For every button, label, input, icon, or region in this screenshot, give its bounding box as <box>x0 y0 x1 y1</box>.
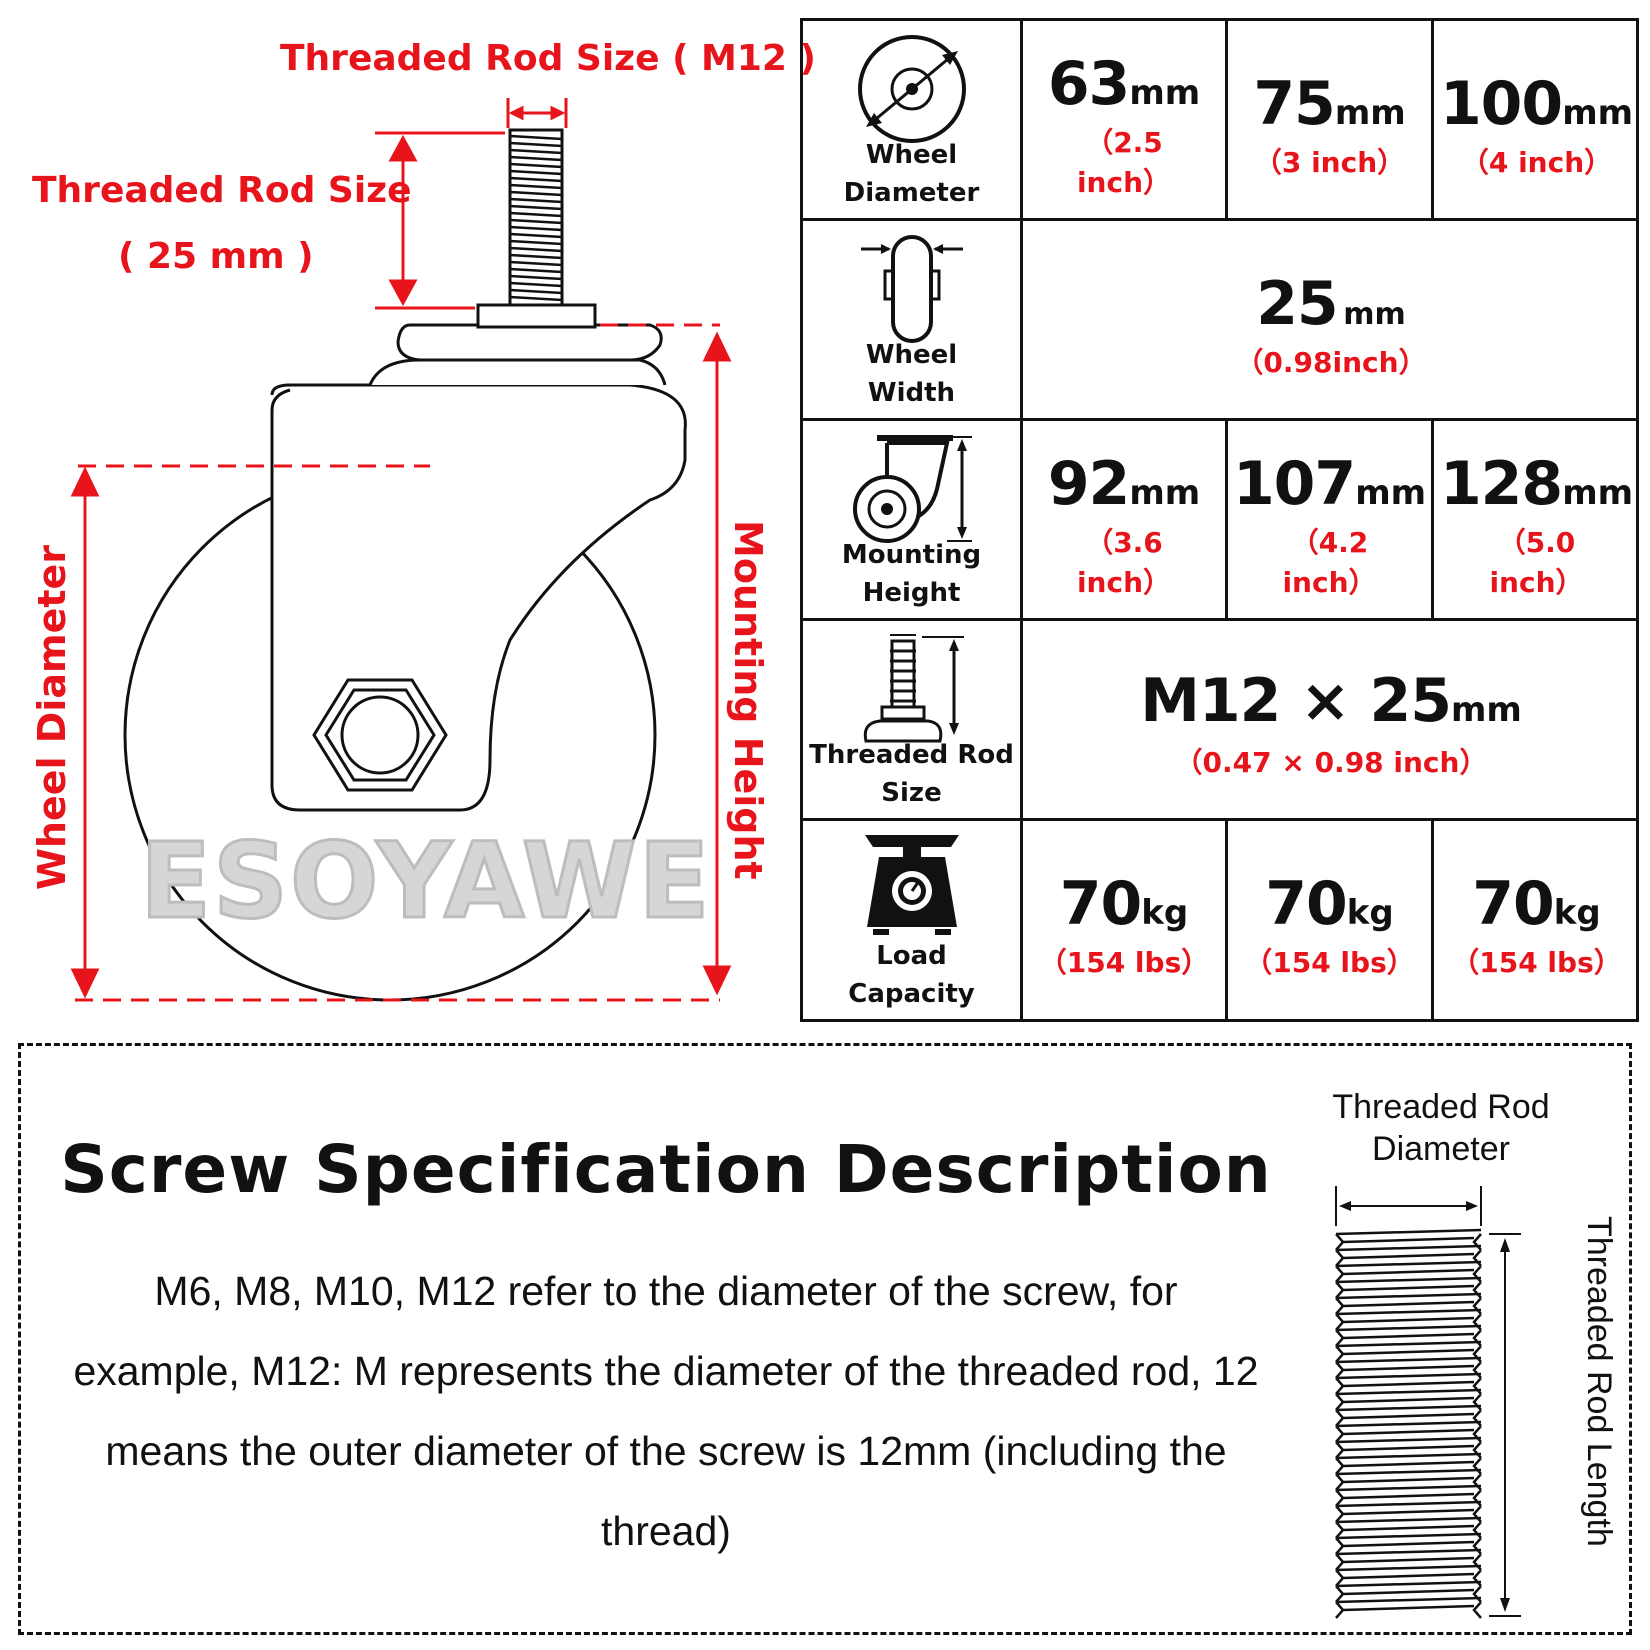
value-sub: （3.6 inch） <box>1076 526 1172 599</box>
value-sub: （2.5 inch） <box>1076 126 1172 199</box>
value-unit: mm <box>1334 93 1406 133</box>
value-number: 70 <box>1265 869 1347 939</box>
value-unit: mm <box>1562 93 1634 133</box>
threaded-rod-icon <box>863 634 964 743</box>
screw-spec-description: M6, M8, M10, M12 refer to the diameter o… <box>73 1268 1259 1554</box>
value-number: 100 <box>1439 69 1563 139</box>
row-mounting-height: Mounting Height 92mm （3.6 inch） 107mm （4… <box>803 421 1636 621</box>
value-number: 128 <box>1439 449 1563 519</box>
rod-length-label: Threaded Rod Length <box>1580 1216 1618 1547</box>
value-number: 92 <box>1047 449 1130 519</box>
row-threaded-rod: Threaded Rod Size M12 × 25mm （0.47 × 0.9… <box>803 621 1636 821</box>
value-unit: mm <box>1450 690 1522 730</box>
thread-line <box>509 253 563 260</box>
screw-spec-title: Screw Specification Description <box>60 1131 1272 1208</box>
mounting-height-label: Mounting Height <box>841 540 982 608</box>
value-unit: mm <box>1343 297 1406 332</box>
value-unit: mm <box>1355 473 1427 513</box>
value-unit: mm <box>1562 473 1634 513</box>
thread-line <box>509 239 563 246</box>
value-sub: （4 inch） <box>1460 146 1613 179</box>
row-wheel-diameter: Wheel Diameter 63mm （2.5 inch） 75mm （3 i… <box>803 21 1636 221</box>
brand-watermark: ESOYAWE <box>139 819 712 944</box>
thread-line <box>509 218 563 225</box>
value-unit: mm <box>1129 73 1201 113</box>
value-sub: （3 inch） <box>1253 146 1406 179</box>
thread-line <box>509 162 563 169</box>
value-sub: （0.47 × 0.98 inch） <box>1174 746 1488 779</box>
thread-line <box>509 260 563 267</box>
thread-line <box>509 281 563 288</box>
threaded-rod-closeup <box>1335 1186 1521 1619</box>
thread-line <box>509 211 563 218</box>
load-capacity-label: Load Capacity <box>848 941 975 1009</box>
rod-diameter-label: Threaded Rod Diameter <box>1332 1088 1550 1168</box>
thread-line <box>509 141 563 148</box>
wheel-width-icon <box>860 235 963 343</box>
threaded-rod-label: Threaded Rod Size <box>809 740 1014 808</box>
thread-line <box>509 176 563 183</box>
value-number: 63 <box>1047 49 1130 119</box>
thread-line <box>509 295 563 302</box>
rod-size-left-label: Threaded Rod Size <box>32 170 412 211</box>
value-number: 75 <box>1253 69 1335 139</box>
mounting-height-label: Mounting Height <box>726 520 770 880</box>
wheel-width-label: Wheel Width <box>865 340 958 408</box>
closeup-threads <box>1335 1228 1482 1619</box>
thread-line <box>509 134 563 141</box>
thread-line <box>509 204 563 211</box>
thread-line <box>509 232 563 239</box>
value-number: 107 <box>1232 449 1356 519</box>
wheel-diameter-icon <box>857 35 966 143</box>
thread-pattern <box>1335 1228 1482 1619</box>
caster-height-icon <box>852 435 972 543</box>
value-number: 25 <box>1256 269 1338 339</box>
value-sub: （154 lbs） <box>1038 946 1210 979</box>
row-load-capacity: Load Capacity 70kg （154 lbs） 70kg （154 l… <box>803 821 1636 1019</box>
value-unit: mm <box>1129 473 1201 513</box>
scale-icon <box>864 835 959 935</box>
value-unit: kg <box>1346 893 1394 933</box>
rod-size-left-value: ( 25 mm ) <box>118 236 314 277</box>
rod-size-top-label: Threaded Rod Size ( M12 ) <box>280 38 816 79</box>
rod-base-shape <box>476 303 597 329</box>
thread-line <box>509 225 563 232</box>
value-sub: （5.0 inch） <box>1489 526 1584 599</box>
thread-line <box>509 288 563 295</box>
thread-line <box>509 148 563 155</box>
value-unit: kg <box>1141 893 1189 933</box>
rod-threads <box>509 134 563 302</box>
thread-line <box>509 267 563 274</box>
thread-line <box>509 246 563 253</box>
wheel-diameter-label: Wheel Diameter <box>30 544 74 890</box>
spec-table: Wheel Diameter 63mm （2.5 inch） 75mm （3 i… <box>800 18 1639 1022</box>
value-sub: （154 lbs） <box>1244 946 1415 979</box>
screw-spec-box: Screw Specification Description M6, M8, … <box>18 1043 1632 1635</box>
value-sub: （154 lbs） <box>1451 946 1622 979</box>
thread-line <box>509 169 563 176</box>
swivel-plate-shape <box>396 323 663 362</box>
value-number: 70 <box>1059 869 1142 939</box>
thread-line <box>509 155 563 162</box>
thread-line <box>509 197 563 204</box>
caster-diagram <box>70 98 732 1002</box>
value-number: M12 × 25 <box>1140 666 1452 736</box>
value-number: 70 <box>1472 869 1554 939</box>
value-sub: （4.2 inch） <box>1282 526 1377 599</box>
thread-line <box>509 190 563 197</box>
value-unit: kg <box>1553 893 1601 933</box>
thread-line <box>509 274 563 281</box>
row-wheel-width: Wheel Width 25 mm （0.98inch） <box>803 221 1636 421</box>
wheel-diameter-label: Wheel Diameter <box>843 140 980 208</box>
thread-line <box>509 183 563 190</box>
value-sub: （0.98inch） <box>1235 346 1427 379</box>
